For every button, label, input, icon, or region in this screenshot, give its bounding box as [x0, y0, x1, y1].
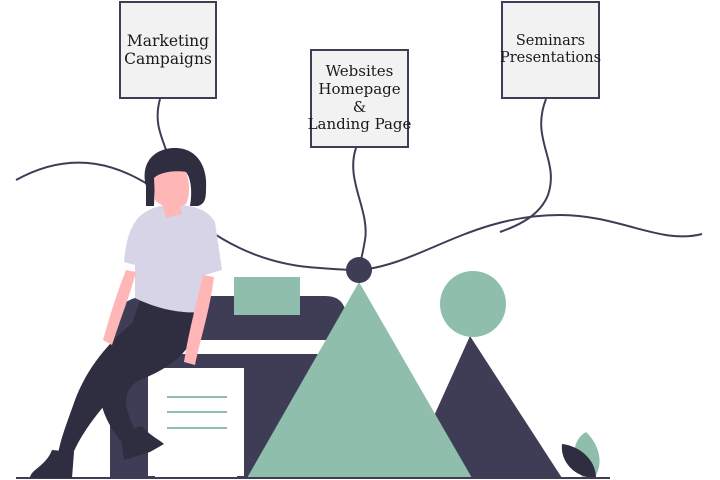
card-line: Seminars	[515, 32, 586, 49]
leaf-dark	[561, 444, 596, 478]
card-line: Websites	[325, 62, 394, 81]
card-line: Marketing	[126, 31, 210, 50]
green-tab	[234, 277, 300, 315]
green-circle	[440, 271, 506, 337]
websites-card: Websites Homepage & Landing Page	[307, 49, 412, 148]
woman-sitting-illustration	[30, 148, 222, 478]
card-connector-websites	[352, 147, 367, 271]
card-line: &	[352, 97, 367, 116]
wave-line	[15, 161, 703, 272]
document-inner	[155, 375, 237, 477]
card-line: Campaigns	[124, 50, 212, 68]
card-line: Landing Page	[307, 115, 412, 134]
card-line: Homepage	[318, 79, 401, 98]
card-connector-seminars	[499, 98, 552, 233]
card-line: Presentations	[499, 50, 602, 66]
seminars-card: Seminars Presentations	[499, 1, 602, 99]
green-triangle	[247, 282, 472, 478]
marketing-campaigns-card: Marketing Campaigns	[119, 1, 217, 99]
connector-node	[346, 257, 372, 283]
